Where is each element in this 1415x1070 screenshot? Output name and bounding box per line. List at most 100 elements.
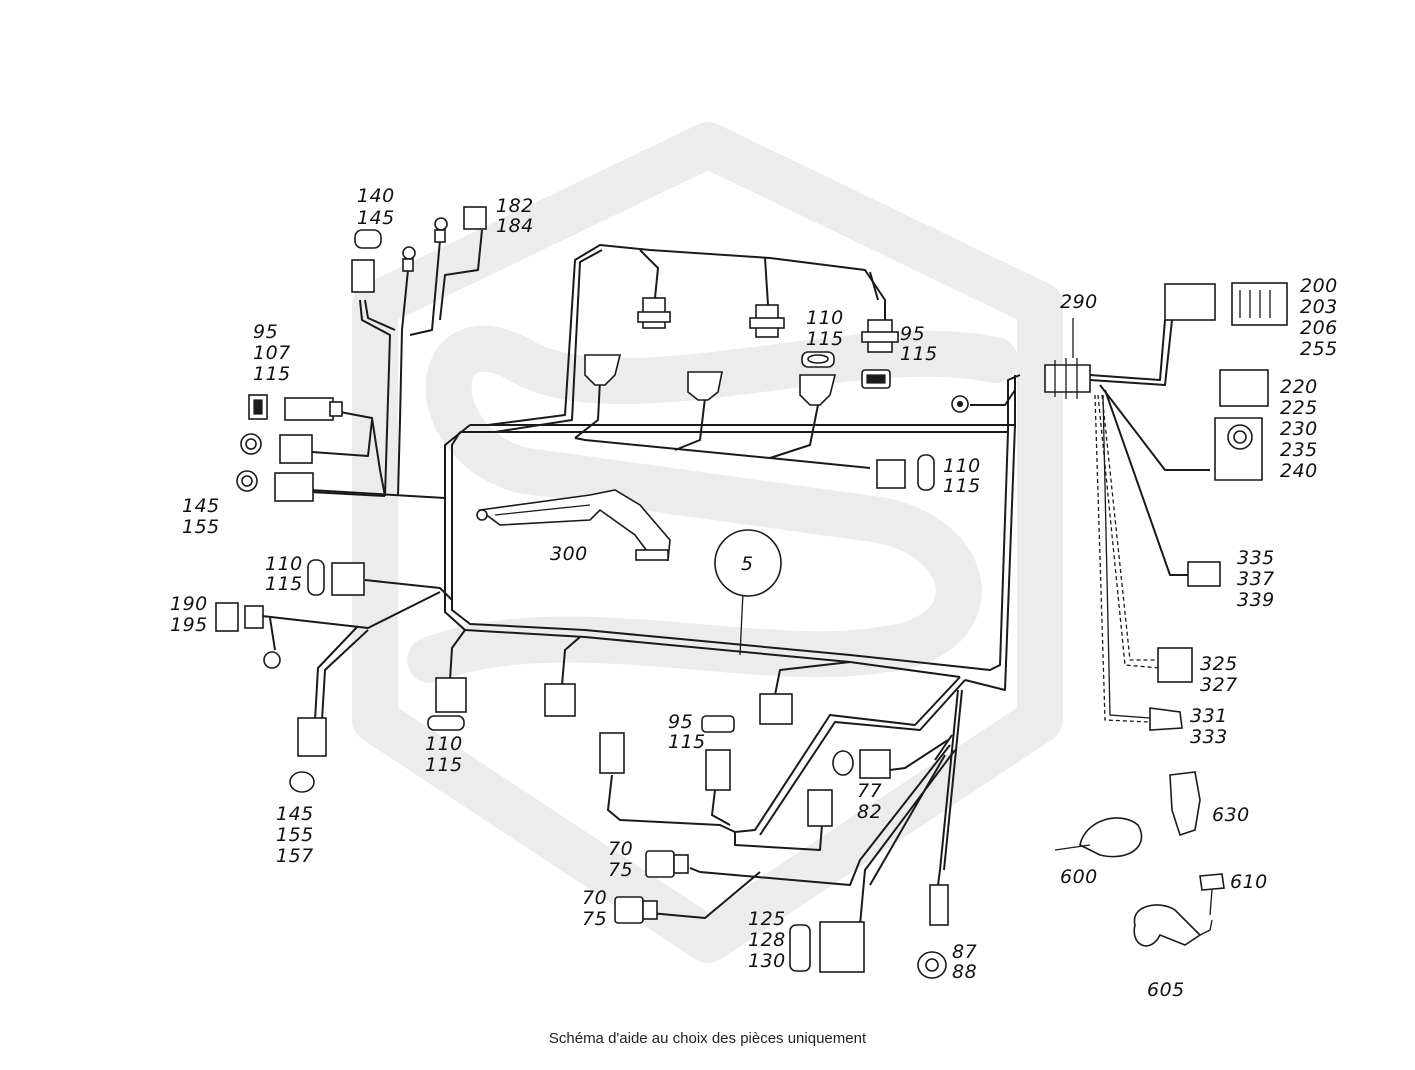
reference-number: 206 (1300, 317, 1338, 339)
screw-610 (1199, 873, 1225, 916)
connector-70-75-upper (645, 850, 689, 878)
reference-number: 95 (900, 323, 925, 345)
ref-630-label: 630 (1212, 804, 1250, 826)
reference-number: 300 (550, 543, 588, 565)
ref-290-label: 290 (1060, 291, 1098, 313)
reference-number: 115 (900, 343, 938, 365)
reference-number: 130 (748, 950, 786, 972)
reference-number: 110 (265, 553, 303, 575)
clamp-605 (1133, 904, 1213, 947)
connector-145-155-left (236, 433, 314, 502)
connector-77-82 (832, 749, 891, 779)
reference-number: 335 (1237, 547, 1275, 569)
connector-190-195 (215, 602, 264, 632)
reference-number: 140 (357, 185, 395, 207)
reference-number: 110 (943, 455, 981, 477)
connector-145-155-157 (289, 717, 327, 793)
connector-upper-c (799, 374, 837, 406)
callout-5 (714, 529, 782, 597)
reference-number: 230 (1280, 418, 1318, 440)
connector-lower-6 (807, 789, 833, 827)
reference-number: 115 (806, 328, 844, 350)
connector-lower-2 (544, 683, 576, 717)
connector-125-128-130 (789, 921, 865, 973)
reference-number: 290 (1060, 291, 1098, 313)
reference-number: 115 (253, 363, 291, 385)
ref-300-label: 300 (550, 543, 588, 565)
reference-number: 75 (608, 859, 633, 881)
reference-number: 70 (582, 887, 607, 909)
diagram-caption: Schéma d'aide au choix des pièces unique… (548, 1030, 867, 1047)
reference-number: 155 (276, 824, 314, 846)
reference-number: 339 (1237, 589, 1275, 611)
connector-95-115-top (861, 369, 891, 389)
connector-upper-b (687, 371, 723, 401)
reference-number: 184 (496, 215, 534, 237)
reference-number: 600 (1060, 866, 1098, 888)
reference-number: 75 (582, 908, 607, 930)
ring-lug-right (951, 395, 969, 413)
reference-number: 128 (748, 929, 786, 951)
harness-wires (261, 229, 1210, 926)
reference-number: 630 (1212, 804, 1250, 826)
connector-331-333 (1149, 707, 1183, 731)
connector-70-75-lower (614, 896, 658, 924)
ring-lug-top-1 (402, 246, 416, 272)
connector-110-115-bottom (427, 715, 465, 731)
connector-200-255 (1164, 282, 1288, 326)
connector-lower-1 (435, 677, 467, 713)
reference-number: 145 (276, 803, 314, 825)
connector-110-115-top (801, 351, 835, 368)
clip-630 (1169, 771, 1201, 837)
reference-number: 77 (857, 780, 882, 802)
reference-number: 115 (943, 475, 981, 497)
reference-number: 220 (1280, 376, 1318, 398)
ring-lug-190 (263, 651, 281, 669)
connector-220-240 (1214, 369, 1269, 481)
reference-number: 182 (496, 195, 534, 217)
reference-number: 5 (741, 553, 754, 575)
reference-number: 95 (253, 321, 278, 343)
reference-number: 610 (1230, 871, 1268, 893)
connector-95-115-bottom (701, 715, 735, 733)
connector-lower-5 (705, 749, 731, 791)
connector-top-2 (749, 304, 785, 338)
reference-number: 225 (1280, 397, 1318, 419)
ref-610-label: 610 (1230, 871, 1268, 893)
reference-number: 145 (182, 495, 220, 517)
connector-right-110 (876, 454, 935, 491)
component-300 (476, 489, 671, 562)
connector-lower-4 (599, 732, 625, 774)
reference-number: 195 (170, 614, 208, 636)
reference-number: 327 (1200, 674, 1238, 696)
reference-number: 200 (1300, 275, 1338, 297)
ring-lug-top-2 (434, 217, 448, 243)
watermark-logo (352, 122, 1063, 963)
reference-number: 82 (857, 801, 882, 823)
connector-182-184 (463, 206, 487, 230)
reference-number: 325 (1200, 653, 1238, 675)
reference-number: 240 (1280, 460, 1318, 482)
connector-top-1 (637, 297, 671, 329)
sensor-87-88 (917, 884, 949, 979)
